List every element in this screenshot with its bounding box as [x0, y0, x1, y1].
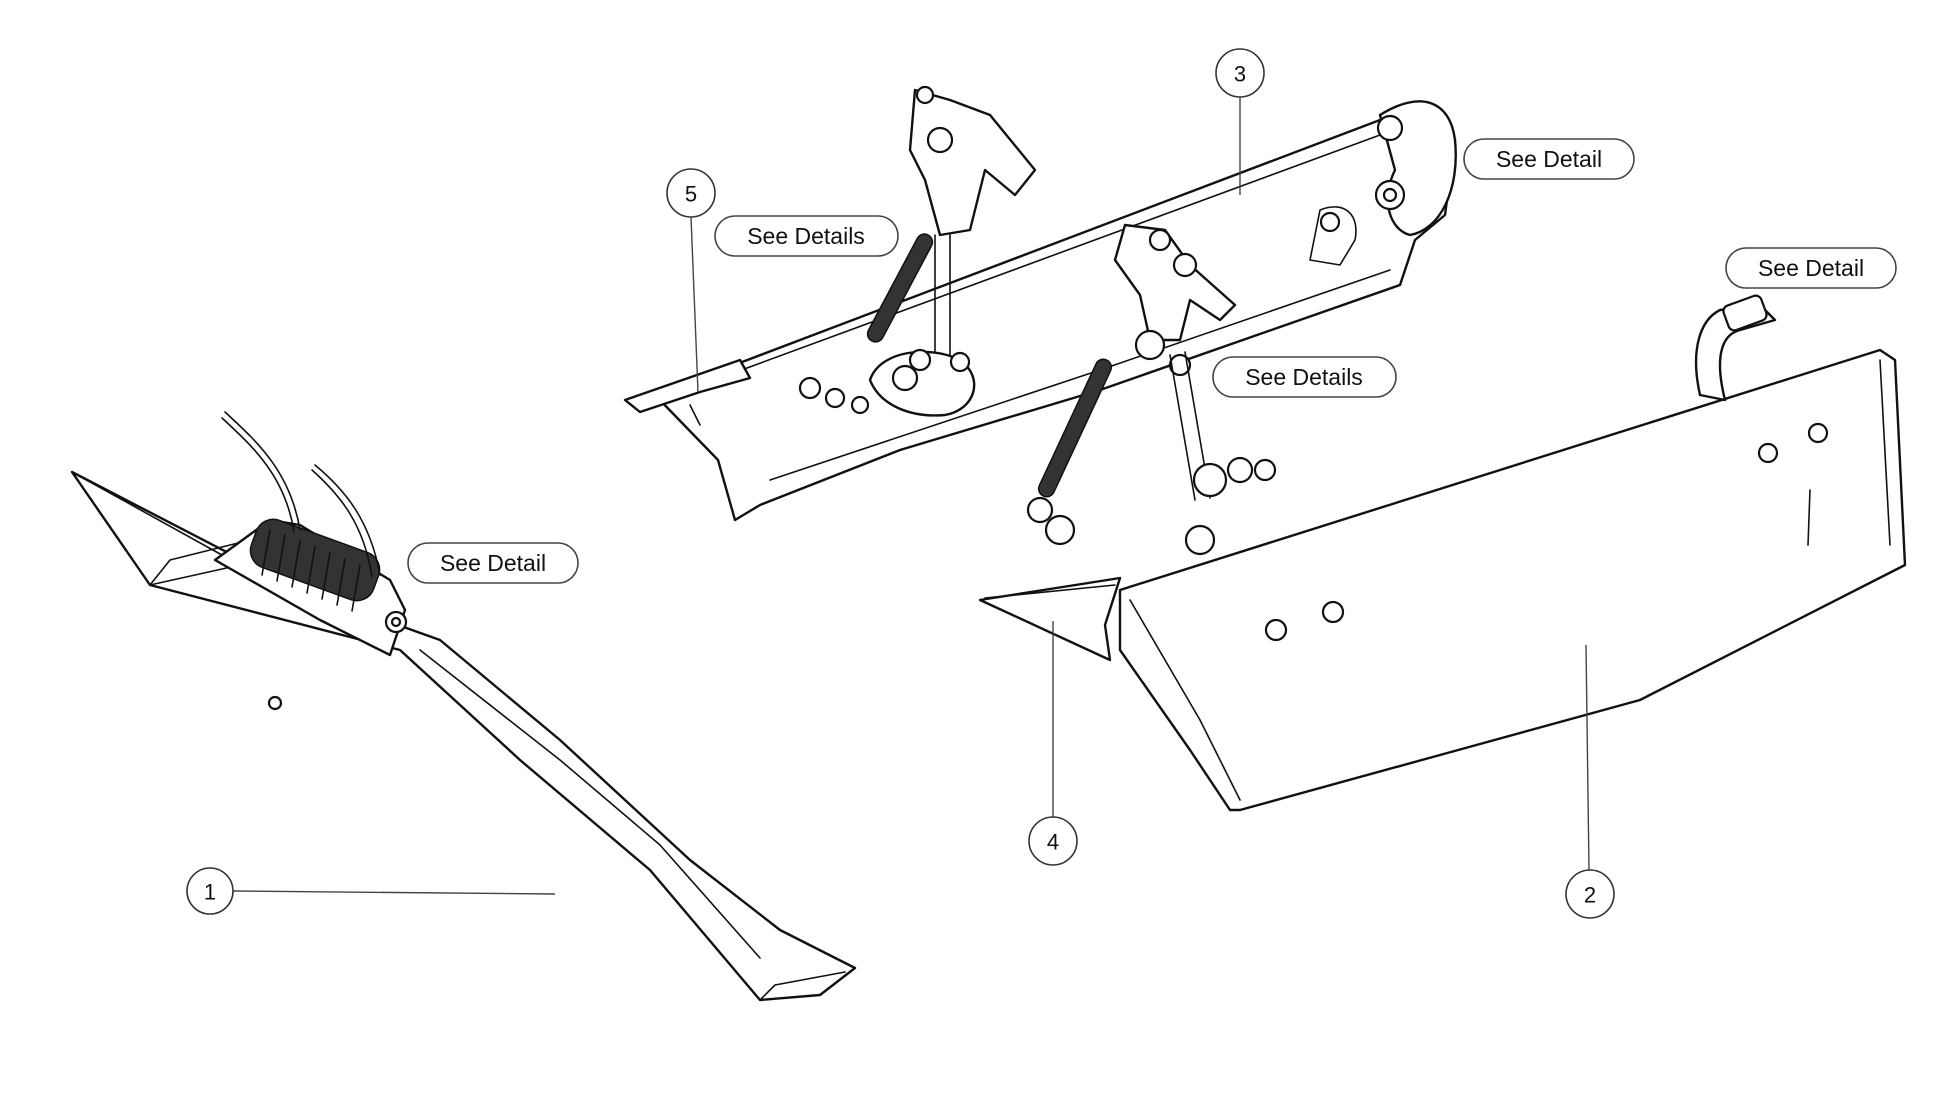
callout-2-label: 2: [1584, 883, 1596, 908]
callout-3-label: 3: [1234, 62, 1246, 87]
callout-1: 1: [186, 867, 234, 915]
see-detail-label[interactable]: See Detail: [1758, 255, 1864, 281]
callout-5-label: 5: [685, 182, 697, 207]
callout-5: 5: [666, 168, 716, 218]
callout-4-label: 4: [1047, 830, 1059, 855]
callout-2: 2: [1565, 869, 1615, 919]
see-details-button-center-linkage[interactable]: See Details: [1212, 356, 1397, 398]
see-details-label[interactable]: See Details: [1245, 364, 1363, 390]
see-details-button-left-linkage[interactable]: See Details: [714, 215, 899, 257]
part-3-main-frame: [623, 85, 1457, 556]
see-detail-label[interactable]: See Detail: [1496, 146, 1602, 172]
see-detail-button-blade-bolt[interactable]: See Detail: [1725, 247, 1897, 289]
part-2-blade: [1118, 294, 1907, 812]
see-detail-label[interactable]: See Detail: [440, 550, 546, 576]
leader-lines: [232, 97, 1590, 895]
spring-hinge: [213, 411, 408, 657]
callout-4: 4: [1028, 816, 1078, 866]
part-1-side-shield: [70, 411, 857, 1002]
see-detail-button-spring-hinge[interactable]: See Detail: [407, 542, 579, 584]
callout-3: 3: [1215, 48, 1265, 98]
callout-1-label: 1: [204, 880, 216, 905]
see-details-label[interactable]: See Details: [747, 223, 865, 249]
part-4-wedge: [978, 576, 1122, 662]
see-detail-button-right-bracket[interactable]: See Detail: [1463, 138, 1635, 180]
